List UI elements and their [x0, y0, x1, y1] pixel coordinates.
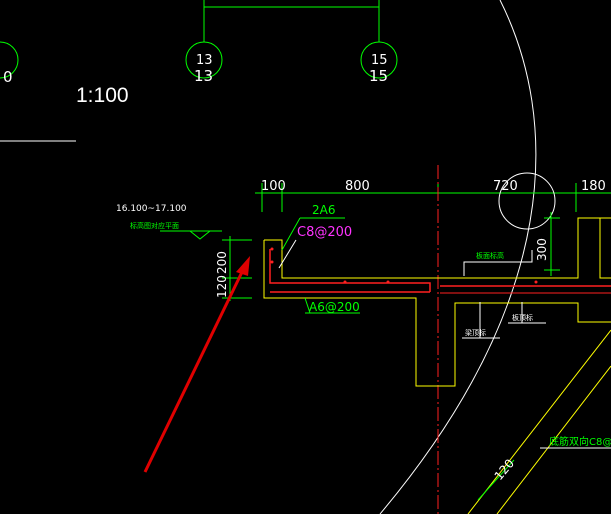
dim-left-200: 200: [215, 251, 229, 274]
axis-below-15-label: 15: [369, 67, 388, 85]
axis-bubble-13: [185, 41, 223, 79]
leader-2a6: [281, 217, 301, 251]
note-slab: 板面标高: [476, 251, 504, 260]
elevation-triangle-icon: [188, 230, 212, 240]
rebar-dot-5: [534, 280, 538, 284]
rebar-dot-1: [270, 247, 274, 251]
dim-right-300: 300: [535, 238, 549, 261]
section-inner-right: [599, 218, 611, 279]
leader-c8: [278, 239, 297, 269]
leader-a6: [304, 297, 311, 314]
leader-slab-note: [463, 250, 533, 276]
diagonal-beam-2: [496, 365, 611, 514]
axis-bubble-15-label: 15: [371, 53, 388, 68]
dim-top-100: 100: [261, 179, 286, 194]
section-outline: [264, 217, 611, 279]
rebar-label-2a6: 2A6: [312, 203, 335, 217]
axis-bubble-left-label: 0: [3, 68, 13, 86]
rebar-label-c8-200: C8@200: [297, 225, 352, 240]
axis-bubble-left: [0, 41, 19, 79]
rebar-label-a6-200: A6@200: [309, 300, 360, 314]
dim-left-120: 120: [215, 275, 229, 298]
rebar-dot-4: [386, 280, 390, 284]
rebar-top-red: [269, 249, 431, 292]
diagonal-beam-1: [467, 329, 611, 514]
elevation-note: 标高图对应平面: [130, 221, 179, 230]
section-outline-lower: [263, 240, 611, 387]
dim-top-720: 720: [493, 179, 518, 194]
scale-label: 1:100: [76, 84, 129, 107]
axis-bubble-13-label: 13: [196, 53, 213, 68]
pointer-arrow-icon: [143, 256, 250, 473]
dim-top-180: 180: [581, 179, 606, 194]
rebar-dot-3: [343, 280, 347, 284]
axis-bubble-15: [360, 41, 398, 79]
axis-below-13-label: 13: [194, 67, 213, 85]
rebar-dot-2: [270, 260, 274, 264]
elevation-range: 16.100~17.100: [116, 204, 187, 214]
arc-boundary: [379, 0, 537, 514]
diagonal-dim-green: [477, 459, 515, 501]
note-beam-2: 板顶标: [512, 313, 533, 322]
detail-circle: [498, 172, 556, 230]
note-lower-right: 底筋双向C8@200: [549, 435, 611, 448]
dim-top-800: 800: [345, 179, 370, 194]
note-beam-1: 梁顶标: [465, 328, 486, 337]
